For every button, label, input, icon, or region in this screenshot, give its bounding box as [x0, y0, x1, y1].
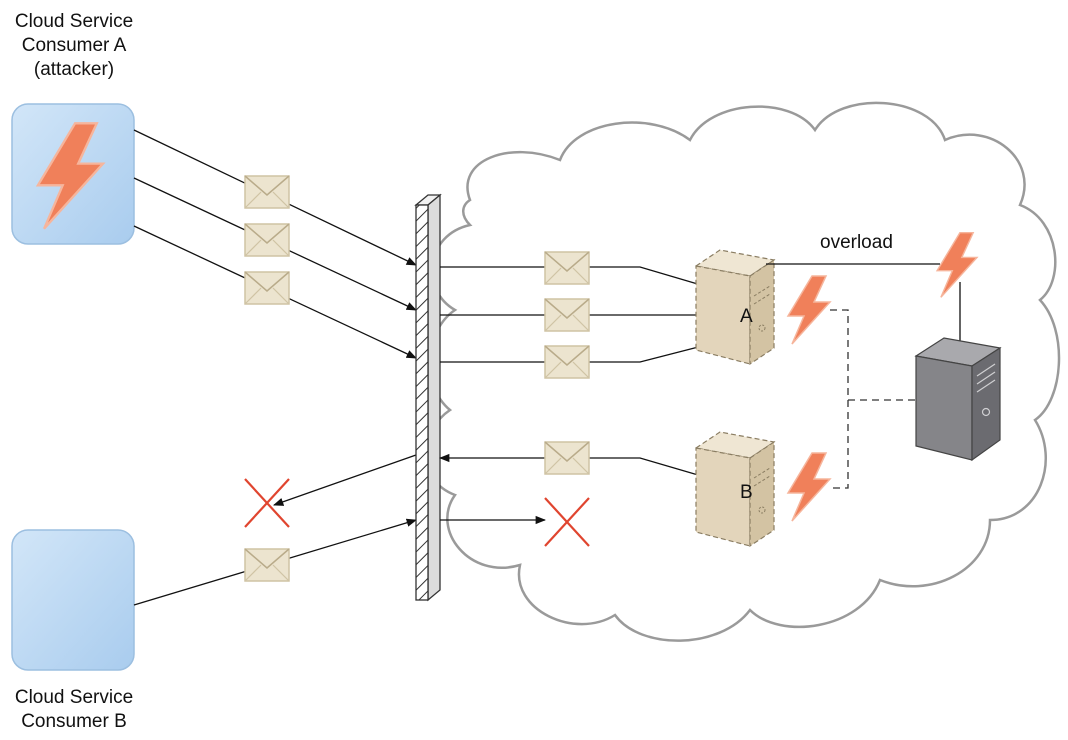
overload-label: overload: [820, 232, 893, 253]
server-a-label: A: [740, 306, 753, 327]
envelope-icon: [544, 441, 590, 475]
consumer-b-flows: [133, 454, 417, 606]
consumer-a-label-line1: Cloud Service: [14, 11, 134, 32]
server-a-icon: [695, 249, 775, 365]
server-b-label: B: [740, 482, 753, 503]
consumer-a-node: [11, 103, 135, 245]
consumer-b-node: [11, 529, 135, 671]
consumer-b-label: Cloud Service Consumer B: [0, 686, 148, 734]
consumer-b-label-line1: Cloud Service: [14, 687, 134, 708]
envelope-icon: [244, 223, 290, 257]
envelope-icon: [544, 345, 590, 379]
consumer-a-label: Cloud Service Consumer A (attacker): [0, 10, 148, 82]
tower-server-icon: [914, 337, 1002, 462]
x-icon: [243, 477, 291, 529]
firewall-icon: [414, 193, 442, 602]
consumer-b-label-line2: Consumer B: [21, 711, 127, 732]
envelope-icon: [244, 271, 290, 305]
envelope-icon: [244, 175, 290, 209]
envelope-icon: [544, 298, 590, 332]
consumer-a-label-line3: (attacker): [33, 59, 115, 80]
envelope-icon: [244, 548, 290, 582]
envelope-icon: [544, 251, 590, 285]
server-b-icon: [695, 431, 775, 547]
consumer-a-label-line2: Consumer A: [21, 35, 127, 56]
